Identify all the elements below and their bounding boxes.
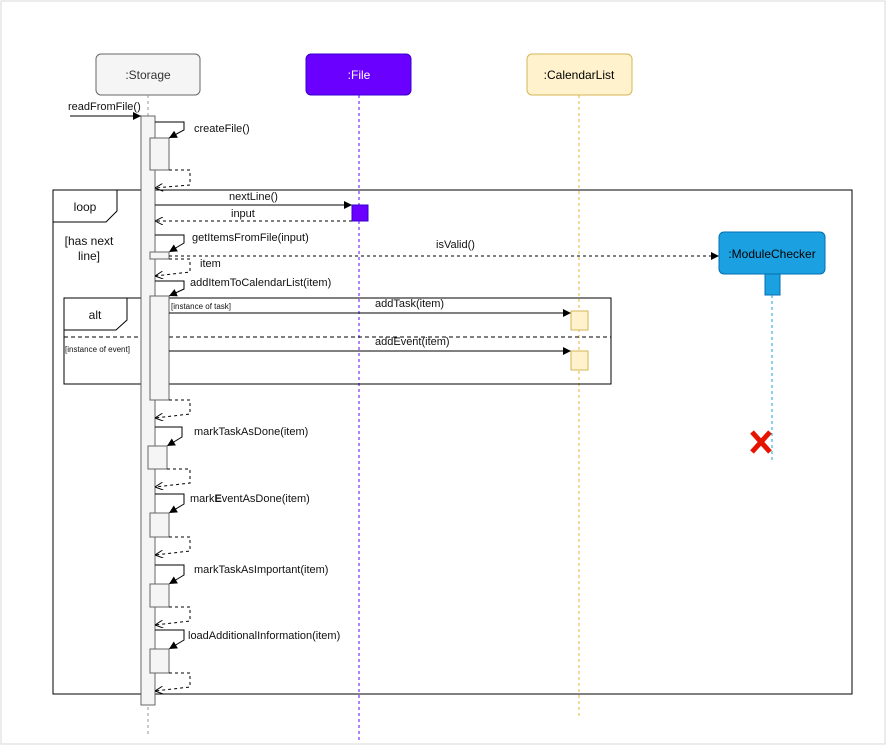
destroy-marker [750,430,772,454]
loop-label: loop [74,200,97,214]
next-line-label: nextLine() [229,191,278,203]
alt-label: alt [89,308,102,322]
mark-event-as-done-label: markEventAsDone(item) [190,493,310,505]
add-event-label: addEvent(item) [375,336,450,348]
mark-event-as-done-activation [149,512,170,538]
storage-header-box [96,54,200,95]
load-additional-information-label: loadAdditionalInformation(item) [188,630,340,642]
get-items-from-file-call: getItemsFromFile(input) item [149,232,309,276]
item-return-label: item [200,258,221,270]
read-from-file-label: readFromFile() [68,101,141,113]
add-item-to-calendar-list-call: addItemToCalendarList(item) [149,277,331,418]
mark-task-as-important-label: markTaskAsImportant(item) [194,564,328,576]
module-checker-activation [764,273,781,296]
calendar-list-header-box [527,54,632,95]
add-item-activation [149,295,170,401]
loop-frame [52,189,853,695]
mark-task-as-done-call: markTaskAsDone(item) [147,426,308,487]
calendar-list-activation-task [570,310,589,331]
alt-guard-task: [instance of task] [171,302,231,311]
mark-task-as-important-activation [149,583,170,608]
mark-event-as-done-call: markEventAsDone(item) [149,493,310,555]
module-checker-header-box [719,232,825,274]
file-header-box [306,54,411,95]
lifeline-module-checker: :ModuleChecker [718,231,826,460]
loop-fragment: loop [has next line] [52,189,853,695]
get-items-activation [149,251,170,260]
calendar-list-header-label: :CalendarList [544,68,615,82]
add-task-call: addTask(item) [169,298,589,331]
add-event-call: addEvent(item) [169,336,589,371]
mark-task-as-important-call: markTaskAsImportant(item) [149,564,328,625]
add-item-to-calendar-list-label: addItemToCalendarList(item) [190,277,331,289]
load-additional-information-call: loadAdditionalInformation(item) [149,629,340,691]
next-line-call: nextLine() input [155,191,369,222]
alt-label-tab [63,297,128,331]
calendar-list-activation-event [570,350,589,371]
create-file-activation [149,137,170,171]
lifeline-calendar-list: :CalendarList [526,53,633,716]
file-header-label: :File [348,68,371,82]
loop-guard-line2: line] [78,249,100,263]
storage-header-label: :Storage [125,68,171,82]
module-checker-header-label: :ModuleChecker [728,247,815,261]
mark-task-as-done-label: markTaskAsDone(item) [194,426,308,438]
is-valid-label: isValid() [436,239,475,251]
add-task-label: addTask(item) [375,298,444,310]
input-label: input [231,208,255,220]
file-activation [351,204,369,222]
alt-frame [63,297,612,385]
create-file-label: createFile() [194,123,250,135]
alt-guard-event: [instance of event] [65,345,130,354]
loop-label-tab [52,189,118,223]
load-additional-information-activation [149,648,170,674]
get-items-from-file-label: getItemsFromFile(input) [192,232,309,244]
create-file-call: createFile() [149,121,250,188]
storage-activation-bar [140,115,156,706]
mark-task-as-done-activation [147,445,168,470]
alt-fragment: alt [instance of task] [instance of even… [63,297,612,385]
lifeline-file: :File [305,53,412,742]
loop-guard-line1: [has next [65,234,114,248]
